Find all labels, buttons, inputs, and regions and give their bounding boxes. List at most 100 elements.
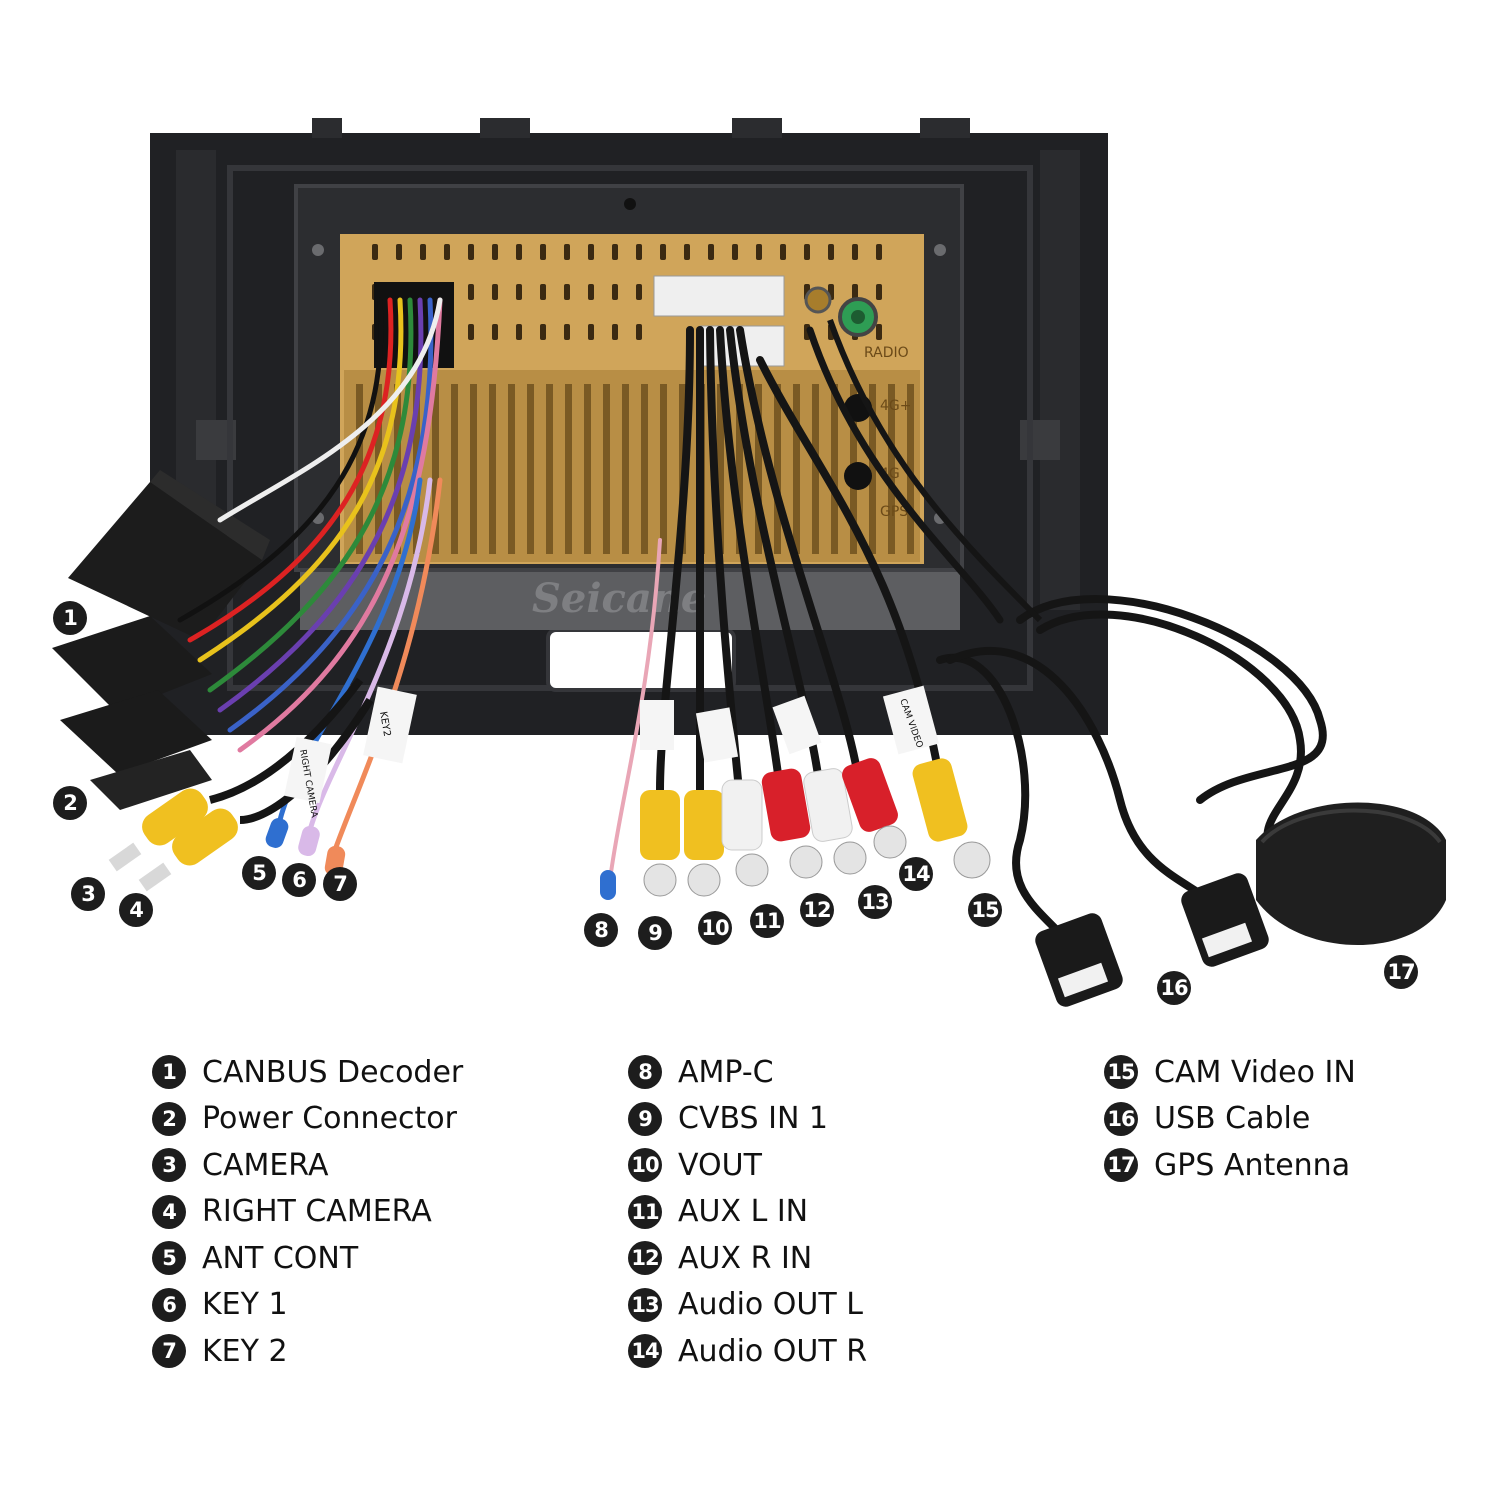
- heatsink-fin: [793, 384, 800, 554]
- vent-slot: [876, 324, 882, 340]
- heatsink-fin: [432, 384, 439, 554]
- svg-text:GPS: GPS: [880, 504, 908, 520]
- legend-item: 8 AMP-C: [628, 1049, 867, 1096]
- heatsink-fin: [527, 384, 534, 554]
- legend-number: 3: [152, 1148, 186, 1183]
- legend-item: 4 RIGHT CAMERA: [152, 1189, 463, 1236]
- vent-slot: [564, 284, 570, 300]
- legend-item: 10 VOUT: [628, 1142, 867, 1189]
- vent-slot: [636, 244, 642, 260]
- heatsink-fin: [603, 384, 610, 554]
- vent-slot: [468, 324, 474, 340]
- vent-slot: [852, 284, 858, 300]
- vent-slot: [468, 244, 474, 260]
- legend-label: USB Cable: [1154, 1101, 1311, 1137]
- legend-number: 4: [152, 1194, 186, 1229]
- gps-antenna: [827, 318, 1446, 945]
- vent-slot: [756, 244, 762, 260]
- callout-16: 16: [1157, 971, 1191, 1005]
- vent-slot: [516, 324, 522, 340]
- harness-socket-upper: [653, 275, 785, 317]
- heatsink-fin: [394, 384, 401, 554]
- legend-label: Audio OUT R: [678, 1333, 868, 1369]
- heatsink-fin: [546, 384, 553, 554]
- legend-number: 17: [1104, 1148, 1138, 1183]
- 4g-port: [844, 462, 872, 490]
- legend-label: AMP-C: [678, 1054, 774, 1090]
- legend-number: 10: [628, 1148, 662, 1183]
- vent-slot: [540, 324, 546, 340]
- callout-7: 7: [323, 867, 357, 901]
- legend-item: 3 CAMERA: [152, 1142, 463, 1189]
- vent-slot: [492, 324, 498, 340]
- legend-label: Power Connector: [202, 1101, 457, 1137]
- power-wires: [177, 297, 443, 753]
- heatsink-fin: [812, 384, 819, 554]
- legend-label: KEY 1: [202, 1287, 288, 1323]
- vent-slot: [516, 284, 522, 300]
- callout-13: 13: [858, 885, 892, 919]
- legend-number: 5: [152, 1241, 186, 1276]
- vent-slot: [828, 244, 834, 260]
- vent-slot: [660, 244, 666, 260]
- callout-4: 4: [119, 893, 153, 927]
- heatsink-fin: [565, 384, 572, 554]
- vent-slot: [516, 244, 522, 260]
- heatsink-fin: [508, 384, 515, 554]
- heatsink-fin: [869, 384, 876, 554]
- heatsink-fin: [755, 384, 762, 554]
- legend-number: 12: [628, 1241, 662, 1276]
- power-connector: [52, 616, 212, 810]
- vent-slot: [564, 244, 570, 260]
- vent-slot: [588, 284, 594, 300]
- legend-label: VOUT: [678, 1147, 762, 1183]
- vent-slot: [492, 244, 498, 260]
- usb-plugs: [1035, 873, 1269, 1007]
- callout-15: 15: [968, 893, 1002, 927]
- legend-label: RIGHT CAMERA: [202, 1194, 432, 1230]
- legend-label: CAMERA: [202, 1147, 329, 1183]
- vent-slot: [612, 284, 618, 300]
- legend-item: 2 Power Connector: [152, 1096, 463, 1143]
- svg-text:RADIO: RADIO: [864, 345, 909, 361]
- vent-slot: [612, 244, 618, 260]
- legend-number: 1: [152, 1055, 186, 1090]
- heatsink-fin: [641, 384, 648, 554]
- vent-slot: [468, 284, 474, 300]
- vent-slot: [636, 324, 642, 340]
- vent-slot: [588, 244, 594, 260]
- legend-item: 12 AUX R IN: [628, 1235, 867, 1282]
- heatsink-fin: [489, 384, 496, 554]
- vent-slot: [636, 284, 642, 300]
- callout-14: 14: [899, 857, 933, 891]
- legend-label: KEY 2: [202, 1333, 288, 1369]
- heatsink-fin: [622, 384, 629, 554]
- legend-number: 9: [628, 1101, 662, 1136]
- legend-item: 9 CVBS IN 1: [628, 1096, 867, 1143]
- legend-number: 8: [628, 1055, 662, 1090]
- vent-slot: [540, 284, 546, 300]
- legend-label: AUX R IN: [678, 1240, 813, 1276]
- svg-text:KEY2: KEY2: [377, 711, 392, 738]
- vent-slot: [804, 244, 810, 260]
- vent-slot: [540, 244, 546, 260]
- vent-slot: [396, 244, 402, 260]
- cam-video-rca: CAM VIDEO: [882, 685, 991, 879]
- radio-antenna-port: [804, 286, 832, 314]
- legend-number: 14: [628, 1334, 662, 1369]
- callout-10: 10: [698, 911, 732, 945]
- heatsink-fin: [470, 384, 477, 554]
- legend-label: CVBS IN 1: [678, 1101, 829, 1137]
- callout-12: 12: [800, 893, 834, 927]
- vent-slot: [372, 244, 378, 260]
- legend-number: 2: [152, 1101, 186, 1136]
- legend-item: 14 Audio OUT R: [628, 1328, 867, 1375]
- vent-slot: [876, 244, 882, 260]
